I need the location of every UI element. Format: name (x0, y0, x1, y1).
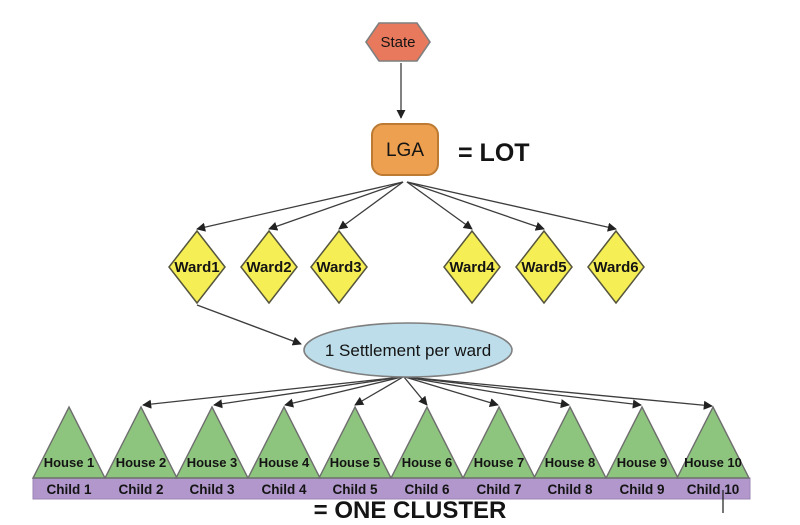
house2-label: House 2 (116, 455, 167, 470)
house9-node: House 9 (604, 405, 680, 479)
house5-label: House 5 (330, 455, 381, 470)
child2-label: Child 2 (118, 482, 163, 497)
child9-label: Child 9 (619, 482, 664, 497)
state-hexagon-shape (365, 22, 431, 62)
house9-triangle-shape (604, 405, 680, 479)
edge-settlement-house6 (403, 376, 428, 406)
edges (142, 63, 713, 410)
settlement-node: 1 Settlement per ward (303, 322, 513, 378)
house6-node: House 6 (389, 405, 465, 479)
ward6-diamond-shape (587, 229, 645, 305)
house5-triangle-shape (317, 405, 393, 479)
state-node: State (365, 22, 431, 62)
house10-node: House 10 (675, 405, 751, 479)
lot-annotation: = LOT (458, 139, 530, 167)
house7-node: House 7 (461, 405, 537, 479)
edge-settlement-house2 (142, 376, 403, 409)
ward5-node: Ward5 (515, 229, 573, 305)
cluster-annotation: = ONE CLUSTER (314, 497, 507, 524)
edge-settlement-house4 (284, 376, 403, 408)
edge-lga-ward3 (338, 181, 404, 230)
edge-settlement-house3 (213, 376, 403, 409)
house1-node: House 1 (31, 405, 107, 479)
ward6-node: Ward6 (587, 229, 645, 305)
lga-box-shape (371, 123, 439, 176)
house1-label: House 1 (44, 455, 95, 470)
edge-settlement-house10 (405, 376, 713, 410)
house4-node: House 4 (246, 405, 322, 479)
edge-lga-ward1 (196, 181, 404, 232)
child4-label: Child 4 (261, 482, 306, 497)
house5-node: House 5 (317, 405, 393, 479)
ward3-label: Ward3 (316, 259, 361, 276)
child8-label: Child 8 (547, 482, 592, 497)
edge-lga-ward5 (406, 181, 545, 231)
ward4-node: Ward4 (443, 229, 501, 305)
house10-label: House 10 (684, 455, 742, 470)
ward5-diamond-shape (515, 229, 573, 305)
ward-row: Ward1 Ward2 Ward3 Ward4 Ward5 Ward6 (168, 229, 645, 305)
house-row: House 1 House 2 House 3 House 4 House 5 … (31, 405, 751, 479)
edge-settlement-house8 (404, 376, 570, 409)
ward1-node: Ward1 (168, 229, 226, 305)
ward3-node: Ward3 (310, 229, 368, 305)
house6-triangle-shape (389, 405, 465, 479)
ward4-label: Ward4 (449, 259, 495, 276)
edge-settlement-house7 (404, 376, 499, 407)
child5-label: Child 5 (332, 482, 377, 497)
house6-label: House 6 (402, 455, 453, 470)
house2-triangle-shape (103, 405, 179, 479)
lga-label: LGA (386, 140, 424, 161)
house3-triangle-shape (174, 405, 250, 479)
ward1-diamond-shape (168, 229, 226, 305)
child7-label: Child 7 (476, 482, 521, 497)
edge-lga-ward2 (268, 181, 404, 231)
settlement-label: 1 Settlement per ward (325, 341, 491, 360)
house4-triangle-shape (246, 405, 322, 479)
house8-triangle-shape (532, 405, 608, 479)
child10-label: Child 10 (687, 482, 740, 497)
ward6-label: Ward6 (593, 259, 638, 276)
house10-triangle-shape (675, 405, 751, 479)
house7-label: House 7 (474, 455, 525, 470)
ward4-diamond-shape (443, 229, 501, 305)
house1-triangle-shape (31, 405, 107, 479)
lga-node: LGA = LOT (371, 123, 530, 176)
edge-ward1-settlement (196, 304, 302, 346)
house8-label: House 8 (545, 455, 596, 470)
house7-triangle-shape (461, 405, 537, 479)
child3-label: Child 3 (189, 482, 234, 497)
house3-node: House 3 (174, 405, 250, 479)
house4-label: House 4 (259, 455, 310, 470)
ward5-label: Ward5 (521, 259, 566, 276)
house2-node: House 2 (103, 405, 179, 479)
child6-label: Child 6 (404, 482, 449, 497)
ward2-node: Ward2 (240, 229, 298, 305)
ward3-diamond-shape (310, 229, 368, 305)
state-label: State (380, 34, 415, 51)
edge-lga-ward4 (406, 181, 473, 230)
ward2-label: Ward2 (246, 259, 291, 276)
house3-label: House 3 (187, 455, 238, 470)
house9-label: House 9 (617, 455, 668, 470)
ward2-diamond-shape (240, 229, 298, 305)
edge-lga-ward6 (406, 181, 617, 232)
settlement-ellipse-shape (303, 322, 513, 378)
house8-node: House 8 (532, 405, 608, 479)
edge-settlement-house9 (405, 376, 642, 409)
child-bar: Child 1 Child 2 Child 3 Child 4 Child 5 … (32, 477, 751, 513)
child1-label: Child 1 (46, 482, 91, 497)
edge-settlement-house5 (354, 376, 404, 406)
ward1-label: Ward1 (174, 259, 219, 276)
